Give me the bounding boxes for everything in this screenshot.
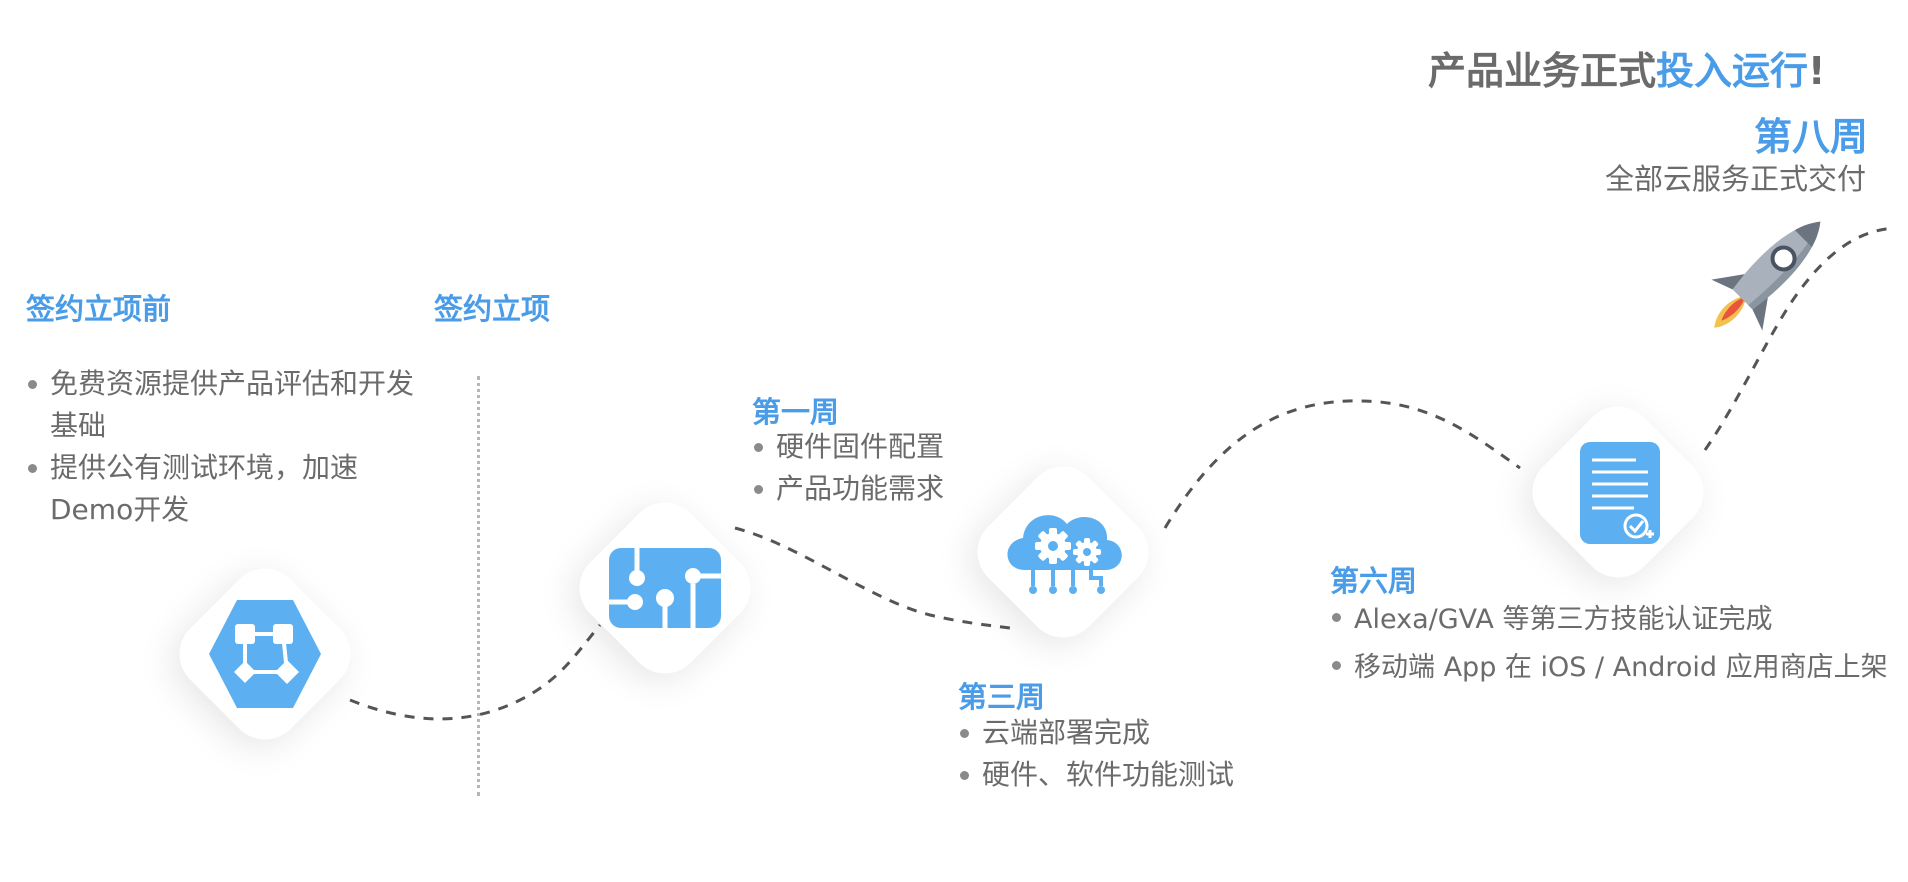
week6-bullet-1: Alexa/GVA 等第三方技能认证完成 [1330, 596, 1888, 644]
node-week3 [962, 451, 1164, 653]
headline-prefix: 产品业务正式 [1428, 49, 1657, 93]
week3-bullet-2: 硬件、软件功能测试 [958, 754, 1234, 796]
document-check-icon [1580, 442, 1660, 544]
week8-subtitle: 全部云服务正式交付 [1605, 162, 1867, 196]
sign-divider [477, 376, 480, 796]
pre-sign-bullet-1: 免费资源提供产品评估和开发基础 [26, 363, 426, 447]
week1-bullet-1: 硬件固件配置 [752, 426, 944, 468]
week6-bullets: Alexa/GVA 等第三方技能认证完成 移动端 App 在 iOS / And… [1330, 596, 1888, 692]
week8-title: 第八周 [1754, 115, 1869, 159]
cloud-gears-icon [1007, 515, 1122, 594]
node-week6 [1517, 391, 1719, 593]
pre-sign-bullets: 免费资源提供产品评估和开发基础 提供公有测试环境，加速Demo开发 [26, 363, 426, 531]
week1-title: 第一周 [752, 395, 840, 429]
headline-suffix: ! [1808, 49, 1826, 93]
page-headline: 产品业务正式投入运行! [1428, 40, 1825, 95]
timeline-dashed-line [349, 226, 1896, 721]
week1-bullet-2: 产品功能需求 [752, 468, 944, 510]
node-week1 [564, 487, 766, 689]
week3-title: 第三周 [958, 680, 1046, 714]
week6-title: 第六周 [1330, 564, 1418, 598]
hexagon-network-icon [209, 600, 321, 708]
circuit-board-icon [609, 548, 721, 628]
rocket-icon [1711, 221, 1821, 331]
headline-highlight: 投入运行 [1656, 49, 1809, 93]
sign-title: 签约立项 [434, 292, 551, 326]
week3-bullets: 云端部署完成 硬件、软件功能测试 [958, 712, 1234, 796]
pre-sign-bullet-2: 提供公有测试环境，加速Demo开发 [26, 447, 426, 531]
week3-bullet-1: 云端部署完成 [958, 712, 1234, 754]
pre-sign-title: 签约立项前 [26, 292, 172, 326]
week1-bullets: 硬件固件配置 产品功能需求 [752, 426, 944, 510]
node-pre-sign [164, 553, 366, 755]
week6-bullet-2: 移动端 App 在 iOS / Android 应用商店上架 [1330, 644, 1888, 692]
